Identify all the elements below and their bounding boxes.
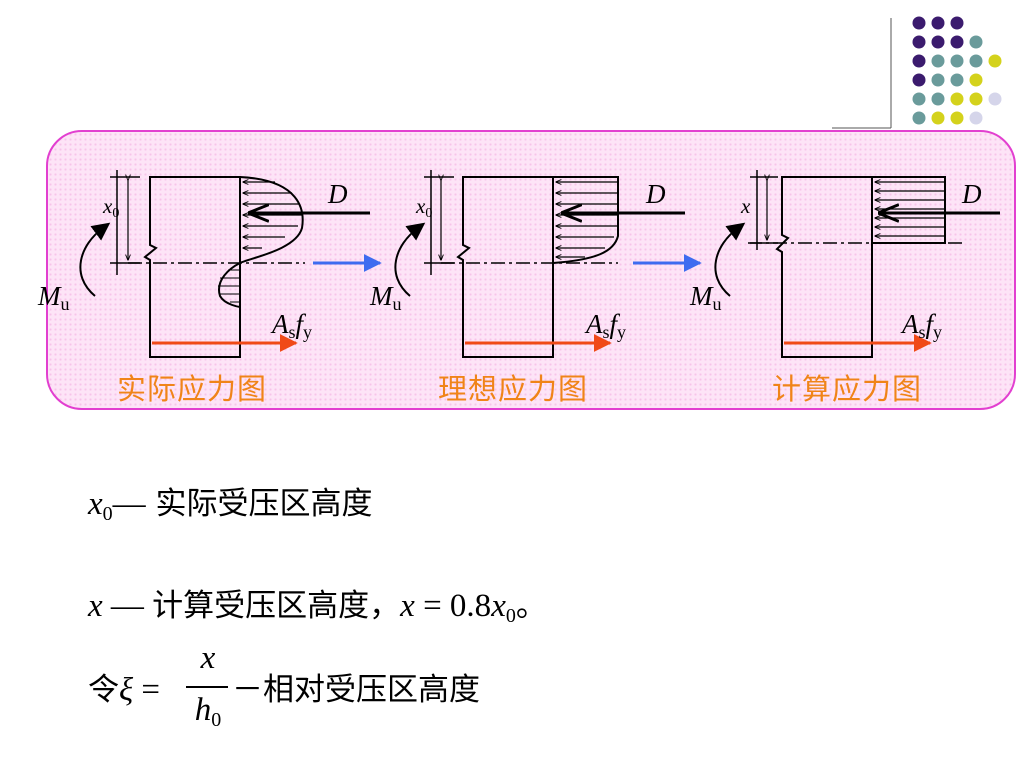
steel-label-1: Asfy [270, 309, 312, 342]
decorative-dot-grid [832, 16, 1002, 129]
fraction-bar [186, 686, 228, 688]
decor-dot [969, 92, 983, 106]
steel-label-3: Asfy [900, 309, 942, 342]
decor-dot [950, 35, 964, 49]
decor-dot [912, 35, 926, 49]
force-label-1: D [327, 179, 348, 209]
force-label-3: D [961, 179, 982, 209]
decor-dot [931, 92, 945, 106]
decor-dot [912, 54, 926, 68]
beam-section-2 [456, 176, 554, 358]
decor-dot [988, 54, 1002, 68]
moment-label-1: Mu [37, 281, 70, 314]
decor-dot [912, 73, 926, 87]
decor-dot [931, 54, 945, 68]
steel-label-2: Asfy [584, 309, 626, 342]
stage-title-ideal: 理想应力图 [438, 372, 589, 406]
beam-section-1 [143, 176, 241, 358]
decor-dot [931, 111, 945, 125]
stage-ideal [394, 170, 702, 358]
decor-dot [912, 16, 926, 30]
stage-title-actual: 实际应力图 [117, 372, 268, 406]
decor-dot [969, 111, 983, 125]
decor-dot [931, 73, 945, 87]
decor-dot [950, 54, 964, 68]
force-label-2: D [645, 179, 666, 209]
decor-dot [950, 92, 964, 106]
depth-label-1: x0 [102, 194, 119, 221]
stage-actual [79, 170, 382, 358]
definition-actual-depth: x0— 实际受压区高度 [88, 486, 373, 525]
beam-section-3 [775, 176, 873, 358]
decor-dot [969, 54, 983, 68]
decor-dot [912, 92, 926, 106]
decor-dot [950, 16, 964, 30]
decor-dot [931, 35, 945, 49]
decor-dot [950, 73, 964, 87]
stage-title-calculated: 计算应力图 [772, 372, 923, 406]
decor-dot [969, 73, 983, 87]
moment-label-3: Mu [689, 281, 722, 314]
decor-dot [969, 35, 983, 49]
stress-diagrams: x0 D Mu Asfy x0 D Mu Asfy x D Mu Asfy [37, 170, 1000, 358]
fraction-numerator: x [200, 640, 216, 676]
moment-label-2: Mu [369, 281, 402, 314]
decor-dot [912, 111, 926, 125]
definition-calculated-depth: x — 计算受压区高度，x = 0.8x0。 [88, 588, 547, 627]
decor-dot [988, 92, 1002, 106]
decor-dot [950, 111, 964, 125]
decor-dot [931, 16, 945, 30]
fraction-denominator: h0 [194, 692, 222, 731]
stage-calculated [714, 170, 1000, 358]
depth-label-2: x0 [415, 194, 432, 221]
depth-label-3: x [740, 194, 751, 218]
